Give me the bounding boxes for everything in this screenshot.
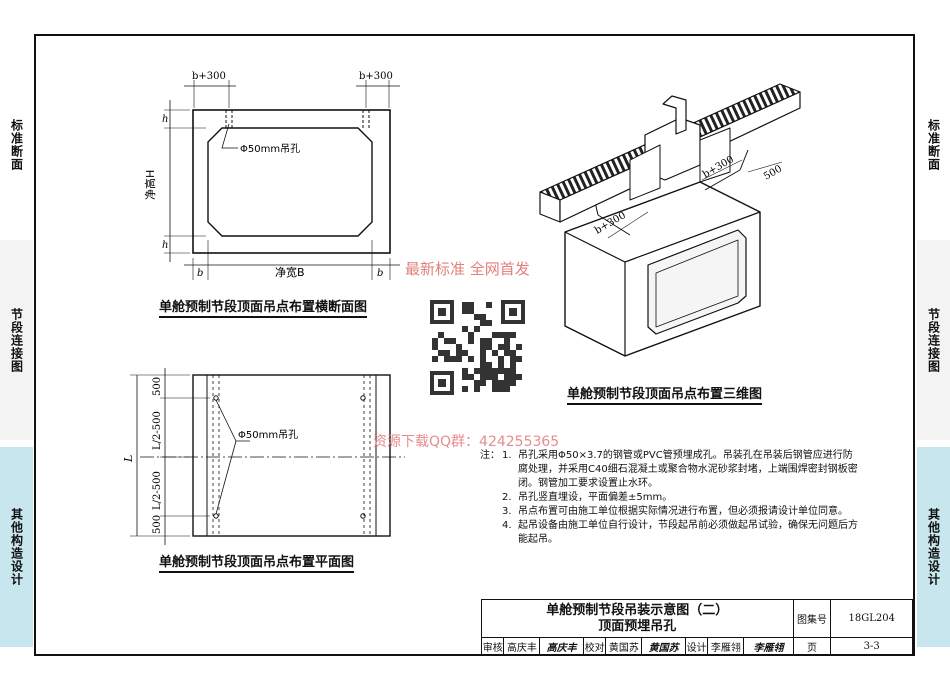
- cross-section-caption: 单舱预制节段顶面吊点布置横断面图: [159, 296, 368, 318]
- drawing-frame: [34, 34, 915, 656]
- section-dim-width: 净宽B: [275, 265, 305, 279]
- section-dim-top-left: b+300: [192, 71, 226, 82]
- title-block: 单舱预制节段吊装示意图（二） 顶面预埋吊孔 图集号 18GL204 审核 高庆丰…: [480, 599, 913, 656]
- plan-dim-500-bottom: 500: [152, 515, 163, 534]
- watermark-top: 最新标准 全网首发: [405, 260, 530, 278]
- atlas-label: 图集号: [792, 599, 832, 638]
- qr-code: [430, 300, 525, 395]
- plan-view: [130, 368, 405, 545]
- plan-hole-bl: [213, 513, 219, 519]
- atlas-number: 18GL204: [830, 599, 913, 638]
- reviewer-signature: 高庆丰: [539, 637, 584, 656]
- section-hole-label: Φ50mm吊孔: [240, 143, 300, 155]
- note-item: 注： 1. 吊孔采用Φ50×3.7的钢管或PVC管预埋成孔。吊装孔在吊装后钢管应…: [480, 450, 858, 489]
- plan-hole-br: [360, 513, 366, 519]
- section-dim-h-bottom: h: [162, 240, 168, 251]
- page-label: 页: [792, 637, 832, 656]
- section-dim-b-right: b: [377, 268, 383, 279]
- section-dim-b-left: b: [197, 268, 203, 279]
- plan-dim-half-top: L/2-500: [152, 411, 163, 450]
- note-item: 3. 吊点布置可由施工单位根据实际情况进行布置，但必须报请设计单位同意。: [502, 506, 848, 517]
- plan-outline: [192, 374, 391, 537]
- plan-dim-L: L: [122, 455, 135, 463]
- section-dim-height: 净高H: [143, 170, 157, 200]
- section-inner-outline: [207, 127, 373, 237]
- plan-hole-tl: [213, 395, 219, 401]
- side-tab-other-design-right[interactable]: 其他构造设计: [917, 447, 950, 647]
- note-item: 2. 吊孔竖直埋设，平面偏差±5mm。: [502, 492, 673, 503]
- page-number: 3-3: [830, 637, 913, 656]
- checker-signature: 黄国苏: [641, 637, 686, 656]
- iso-dim-500: 500: [762, 164, 784, 183]
- box-opening: [647, 229, 747, 335]
- plan-hole-label: Φ50mm吊孔: [238, 429, 298, 441]
- plan-view-caption: 单舱预制节段顶面吊点布置平面图: [159, 551, 355, 573]
- plan-dim-half-bottom: L/2-500: [152, 471, 163, 510]
- section-hole-leader: [221, 123, 238, 149]
- notes-lead: 注：: [480, 450, 500, 461]
- side-tab-segment-joint-right[interactable]: 节段连接图: [917, 240, 950, 440]
- watermark-bottom: 资源下载QQ群：424255365: [373, 434, 560, 450]
- reviewer-name: 高庆丰: [503, 637, 541, 656]
- note-item: 4. 起吊设备由施工单位自行设计，节段起吊前必须做起吊试验，确保无问题后方能起吊…: [502, 520, 858, 545]
- plan-hole-tr: [360, 395, 366, 401]
- isometric-view: [539, 83, 801, 357]
- designer-name: 李雁翎: [707, 637, 745, 656]
- drawing-title: 单舱预制节段吊装示意图（二） 顶面预埋吊孔: [481, 599, 794, 638]
- side-tab-segment-joint[interactable]: 节段连接图: [0, 240, 33, 440]
- plan-dim-500-top: 500: [152, 377, 163, 396]
- section-outer-outline: [192, 109, 391, 254]
- design-label: 设计: [684, 637, 709, 656]
- iso-view-caption: 单舱预制节段顶面吊点布置三维图: [567, 383, 763, 405]
- checker-name: 黄国苏: [605, 637, 643, 656]
- designer-signature: 李雁翎: [743, 637, 794, 656]
- side-tab-standard-section-right[interactable]: 标准断面: [917, 90, 950, 200]
- notes: 注： 1. 吊孔采用Φ50×3.7的钢管或PVC管预埋成孔。吊装孔在吊装后钢管应…: [480, 449, 860, 547]
- section-dim-top-right: b+300: [359, 71, 393, 82]
- side-tab-other-design[interactable]: 其他构造设计: [0, 447, 33, 647]
- review-label: 审核: [480, 637, 505, 656]
- cross-section-view: [164, 80, 400, 280]
- check-label: 校对: [582, 637, 607, 656]
- side-tab-standard-section[interactable]: 标准断面: [0, 90, 33, 200]
- section-dim-h-top: h: [162, 114, 168, 125]
